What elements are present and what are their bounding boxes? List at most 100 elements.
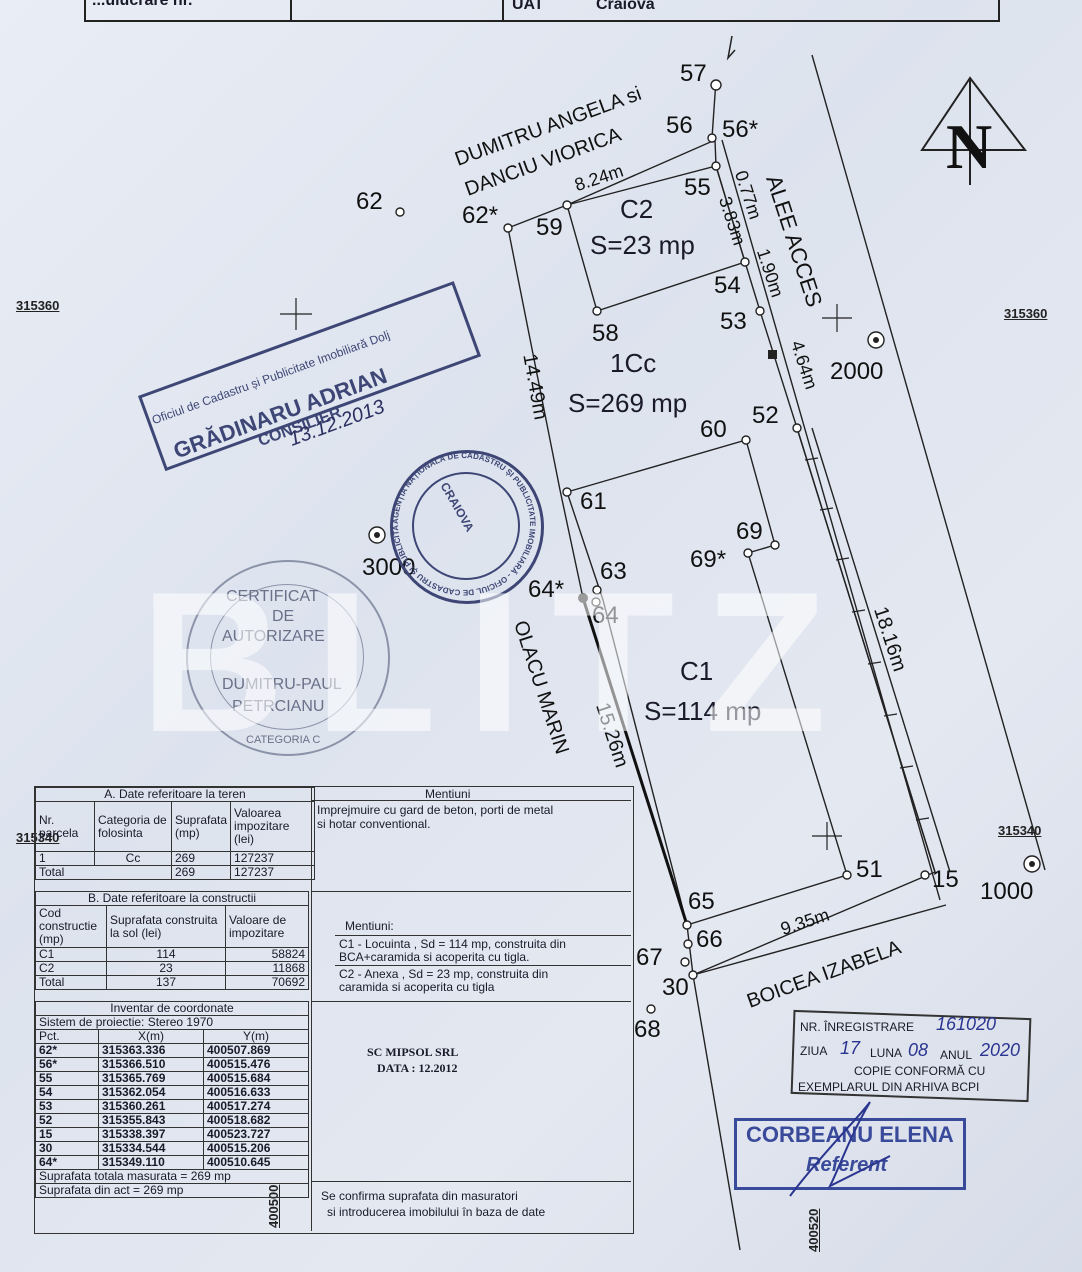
header-uat-label: UAT (512, 0, 544, 13)
building-c2-name: C2 (620, 194, 654, 224)
inventory-title: Inventar de coordonate (35, 1001, 309, 1016)
point-marker (755, 306, 765, 316)
table-cell: Total (35, 865, 172, 880)
table-cell: 64* (35, 1155, 99, 1170)
point-label-65: 65 (688, 888, 715, 915)
point-marker (743, 548, 753, 558)
point-label-69s: 69* (690, 546, 727, 573)
fence-tick (804, 457, 819, 461)
point-label-30: 30 (662, 974, 689, 1001)
point-marker (562, 200, 572, 210)
header-left-fragment: ...ulucrare nr. (92, 0, 193, 9)
point-marker (591, 597, 601, 607)
table-cell: 400517.274 (203, 1099, 309, 1114)
mentions-constr-2b: caramida si acoperita cu tigla (339, 980, 495, 994)
grid-mark-right-mid: 315340 (998, 823, 1042, 838)
header-divider (290, 0, 292, 20)
point-marker-filled (578, 593, 588, 603)
point-label-60: 60 (700, 416, 727, 443)
point-label-61: 61 (580, 488, 607, 515)
certificate-line2: DE (272, 608, 295, 625)
certificate-line5: PETRCIANU (232, 698, 325, 715)
point-marker (592, 306, 602, 316)
table-cell: 52 (35, 1113, 99, 1128)
point-label-62: 62 (356, 188, 383, 215)
table-a-header: Nr. parcela (35, 801, 95, 852)
certificate-line6: CATEGORIA C (246, 734, 321, 746)
grid-mark-right-top: 315360 (1004, 306, 1048, 321)
point-marker (503, 223, 513, 233)
table-cell: 70692 (225, 975, 309, 990)
reference-point-dot (374, 532, 380, 538)
reference-point-dot (1029, 861, 1035, 867)
point-label-54: 54 (714, 272, 741, 299)
point-marker (740, 257, 750, 267)
copy-day-label: ZIUA (800, 1044, 828, 1058)
point-label-52: 52 (752, 402, 779, 429)
boundary-south-line (692, 904, 947, 976)
mentions-divider (311, 1001, 631, 1002)
point-label-2000: 2000 (830, 358, 884, 385)
west-boundary-thick (581, 597, 689, 926)
point-marker (682, 920, 692, 930)
point-label-55: 55 (684, 174, 711, 201)
inventory-system: Sistem de proiectie: Stereo 1970 (35, 1015, 309, 1030)
building-c1-area: S=114 mp (644, 696, 762, 726)
confirm-text-1: Se confirma suprafata din masuratori (321, 1189, 518, 1203)
point-marker (741, 435, 751, 445)
table-cell: 137 (106, 975, 226, 990)
table-cell: 54 (35, 1085, 99, 1100)
certificate-line4: DUMITRU-PAUL (222, 676, 342, 693)
table-cell: C2 (35, 961, 107, 976)
watermark: BLITZ (140, 551, 857, 774)
mentions-column (311, 787, 632, 1231)
inventory-header: Y(m) (203, 1029, 309, 1044)
table-cell: 114 (106, 947, 226, 962)
table-total-row: Total 137 70692 (35, 975, 309, 990)
table-teren: A. Date referitoare la teren Nr. parcela… (35, 787, 315, 880)
point-marker (592, 585, 602, 595)
table-cell: 30 (35, 1141, 99, 1156)
fence-line (796, 427, 936, 873)
mentions-divider (311, 1181, 631, 1182)
table-cell: 23 (106, 961, 226, 976)
point-marker (792, 423, 802, 433)
table-cell: 56* (35, 1057, 99, 1072)
point-marker (707, 133, 717, 143)
referent-signature (789, 1101, 891, 1197)
table-row: C2 23 11868 (35, 961, 309, 976)
fence-tick (899, 765, 914, 769)
copy-line2: EXEMPLARUL DIN ARHIVA BCPI (798, 1080, 980, 1094)
table-a-header: Categoria de folosinta (94, 801, 172, 852)
fence-tick (883, 713, 898, 717)
company-date: DATA : 12.2012 (377, 1061, 458, 1075)
north-arrow-icon (920, 76, 1028, 185)
header-uat-value: Craiova (596, 0, 655, 13)
table-cell: 315355.843 (98, 1113, 204, 1128)
point-marker (710, 79, 722, 91)
data-tables-block: A. Date referitoare la teren Nr. parcela… (34, 786, 634, 1234)
referent-role: Referent (806, 1154, 888, 1176)
table-cell: C1 (35, 947, 107, 962)
table-cell: 400515.476 (203, 1057, 309, 1072)
table-b-header: Valoare de impozitare (225, 905, 309, 948)
table-cell: 315338.397 (98, 1127, 204, 1142)
mentions-divider (311, 800, 631, 801)
table-a-title: A. Date referitoare la teren (35, 787, 315, 802)
grid-mark-left-top: 315360 (16, 298, 60, 313)
copy-day-value: 17 (840, 1038, 861, 1058)
referent-stamp (734, 1118, 966, 1190)
fence-tick (851, 609, 866, 613)
table-cell: 53 (35, 1099, 99, 1114)
table-a-header: Valoarea impozitare (lei) (230, 801, 315, 852)
copy-month-label: LUNA (870, 1046, 903, 1060)
table-cell: 315363.336 (98, 1043, 204, 1058)
point-label-53: 53 (720, 308, 747, 335)
table-cell: 55 (35, 1071, 99, 1086)
